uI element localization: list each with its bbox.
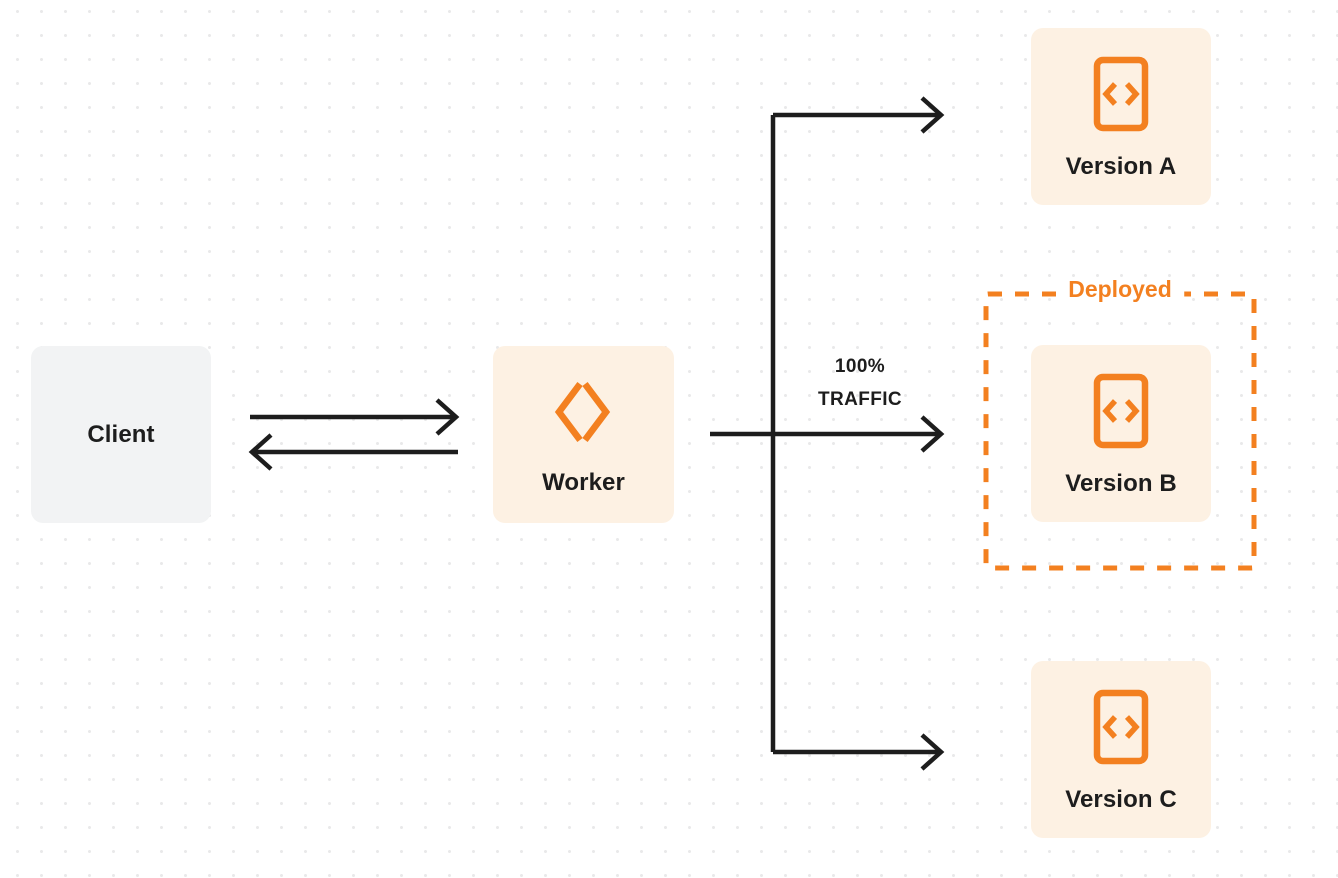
node-version-a[interactable]: Version A	[1031, 28, 1211, 205]
node-worker[interactable]: Worker	[493, 346, 674, 523]
deployed-group-label: Deployed	[1056, 278, 1184, 301]
node-worker-label: Worker	[542, 468, 625, 496]
edge-worker-to-version-b	[920, 415, 945, 453]
edge-worker-trunk	[710, 115, 940, 752]
traffic-percent-unit: TRAFFIC	[817, 389, 903, 410]
node-version-c[interactable]: Version C	[1031, 661, 1211, 838]
traffic-percent-value: 100%	[834, 356, 886, 377]
node-version-b-label: Version B	[1065, 469, 1177, 497]
node-version-a-label: Version A	[1065, 152, 1177, 180]
code-file-icon	[1091, 372, 1151, 450]
code-file-icon	[1091, 55, 1151, 133]
edge-client-to-worker	[250, 398, 460, 436]
edge-worker-to-version-c	[773, 733, 945, 771]
edge-worker-to-version-a	[773, 96, 945, 134]
node-version-b[interactable]: Version B	[1031, 345, 1211, 522]
traffic-percentage-label: 100% TRAFFIC	[790, 350, 930, 416]
node-client-label: Client	[87, 420, 155, 448]
cloudflare-workers-icon	[547, 375, 621, 449]
node-client[interactable]: Client	[31, 346, 211, 523]
code-file-icon	[1091, 688, 1151, 766]
edge-worker-to-client	[248, 433, 458, 471]
node-version-c-label: Version C	[1065, 785, 1177, 813]
